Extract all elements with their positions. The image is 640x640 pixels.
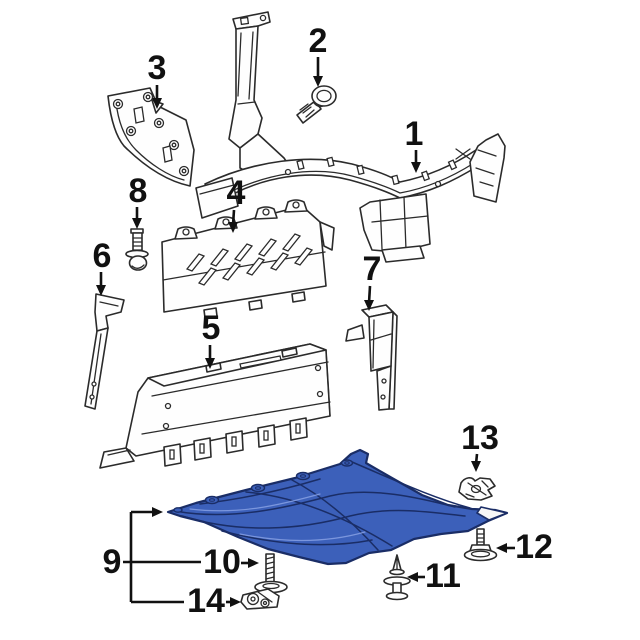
callout-label-6: 6 bbox=[92, 237, 112, 275]
callout-label-11: 11 bbox=[425, 557, 461, 595]
callout-arrow-6 bbox=[96, 272, 106, 296]
callout-label-13: 13 bbox=[461, 419, 499, 457]
callout-label-3: 3 bbox=[147, 49, 167, 87]
part-5-support-drawing bbox=[99, 343, 331, 469]
callout-label-10: 10 bbox=[203, 543, 241, 581]
callout-arrow-10 bbox=[241, 558, 259, 568]
callout-arrow-3 bbox=[152, 85, 162, 109]
part-3-bracket-drawing bbox=[107, 87, 195, 187]
callout-label-12: 12 bbox=[515, 528, 553, 566]
callout-arrow-13 bbox=[471, 453, 481, 472]
callout-arrow-11 bbox=[407, 572, 425, 582]
callout-label-7: 7 bbox=[362, 250, 382, 288]
callout-label-1: 1 bbox=[404, 115, 424, 153]
part-11-rivet-drawing bbox=[383, 554, 411, 601]
part-8-clip-drawing bbox=[125, 228, 149, 271]
part-2-bolt-drawing bbox=[296, 85, 337, 124]
callout-arrow-14 bbox=[226, 597, 241, 607]
callout-arrow-1 bbox=[411, 150, 421, 173]
callout-bracket-9 bbox=[123, 507, 201, 604]
callout-label-2: 2 bbox=[308, 22, 328, 60]
part-12-bolt-drawing bbox=[463, 528, 498, 562]
part-7-bracket-drawing bbox=[345, 304, 398, 411]
callout-arrow-8 bbox=[132, 207, 142, 229]
part-10-screw-drawing bbox=[254, 553, 288, 594]
part-14-clamp-drawing bbox=[240, 588, 280, 610]
callout-label-14: 14 bbox=[187, 582, 225, 620]
callout-arrow-7 bbox=[364, 285, 374, 311]
part-4-panel-drawing bbox=[161, 199, 335, 319]
callout-arrow-12 bbox=[496, 543, 515, 553]
part-6-bracket-drawing bbox=[84, 293, 125, 410]
callout-label-9: 9 bbox=[102, 543, 122, 581]
callout-label-8: 8 bbox=[128, 172, 148, 210]
callout-arrow-2 bbox=[313, 57, 323, 87]
callout-arrow-4 bbox=[228, 209, 238, 233]
part-9-shield-drawing bbox=[166, 448, 509, 566]
part-1-drawing bbox=[195, 11, 506, 263]
part-13-clip-drawing bbox=[458, 477, 496, 501]
callout-label-5: 5 bbox=[201, 309, 221, 347]
callout-label-4: 4 bbox=[226, 174, 246, 212]
callout-arrow-5 bbox=[205, 345, 215, 369]
